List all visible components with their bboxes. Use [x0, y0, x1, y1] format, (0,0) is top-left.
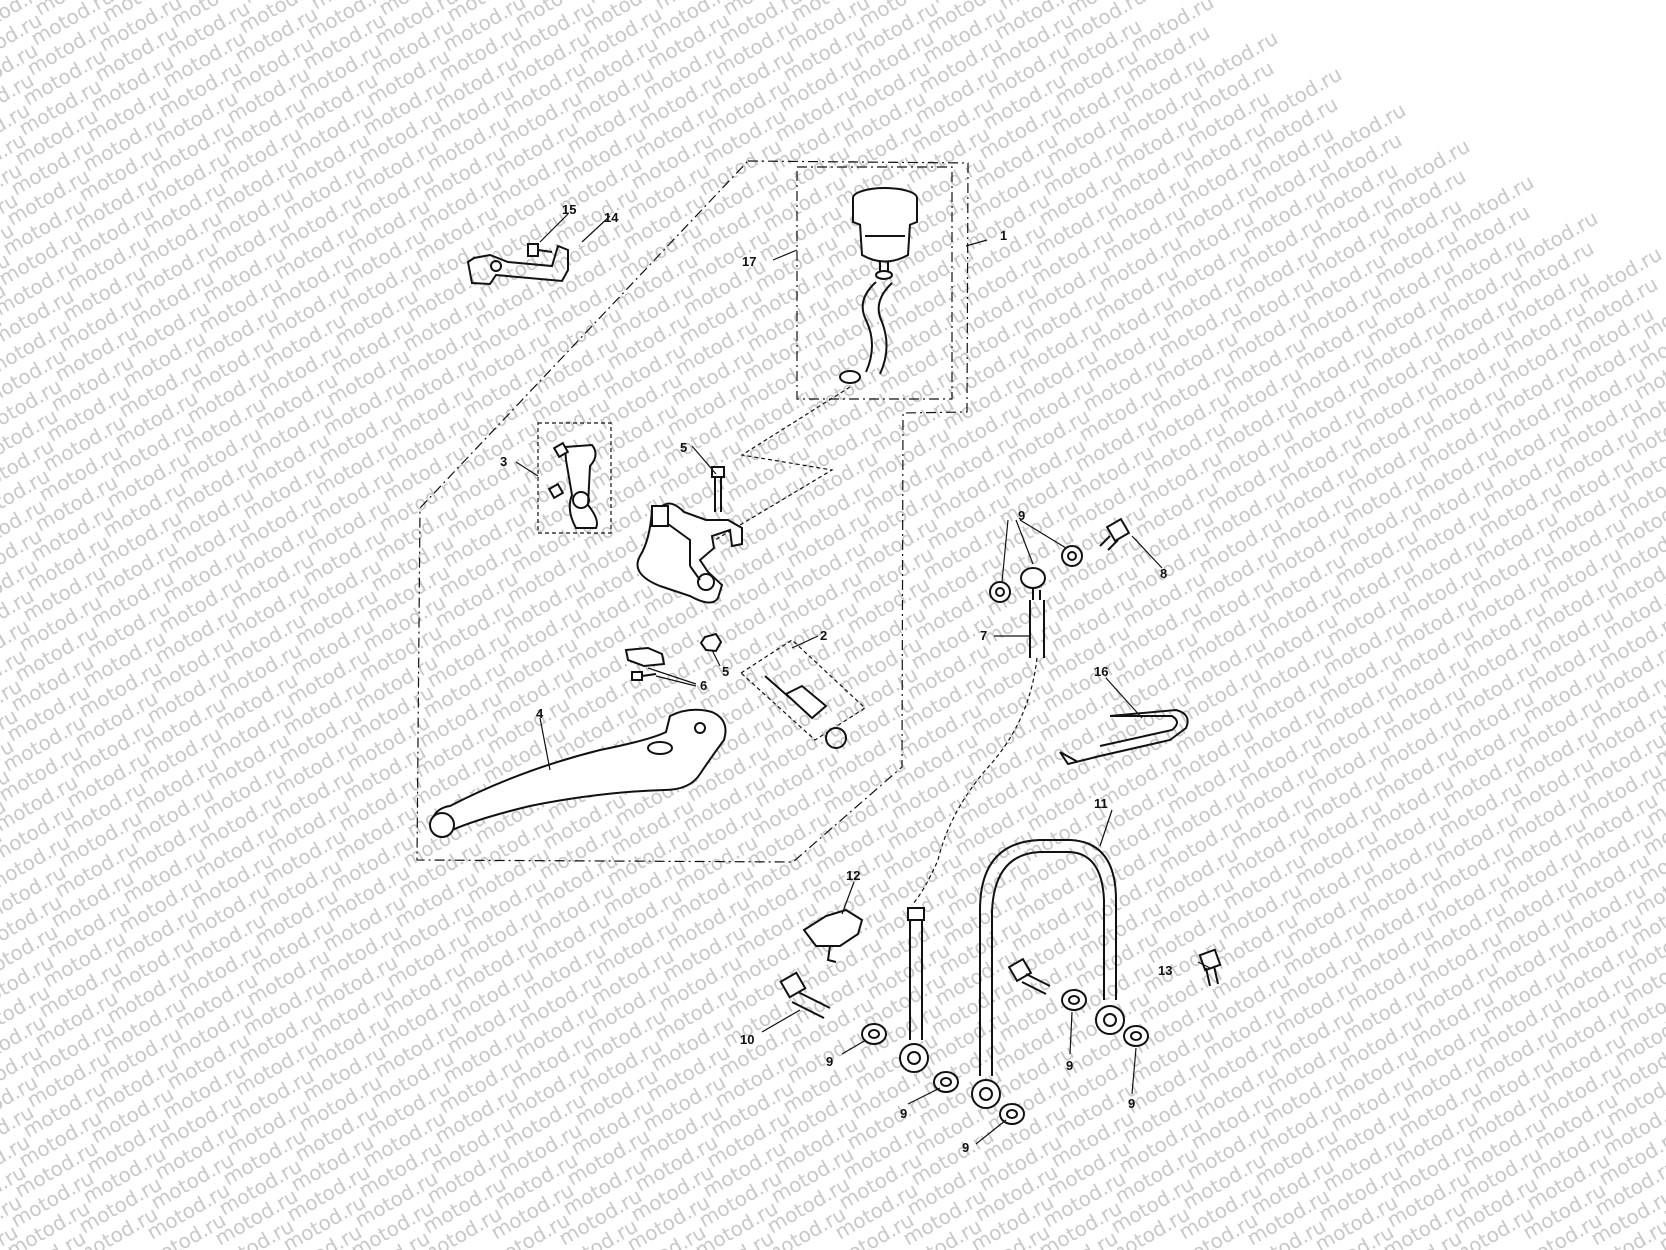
callout-15: 15: [562, 202, 576, 217]
callout-10: 10: [740, 1032, 754, 1047]
callout-9c: 9: [900, 1106, 907, 1121]
callout-1: 1: [1000, 228, 1007, 243]
callout-9b: 9: [826, 1054, 833, 1069]
washer-lower-a: [861, 1023, 887, 1045]
callout-16: 16: [1094, 664, 1108, 679]
callout-13: 13: [1158, 963, 1172, 978]
callout-8: 8: [1160, 566, 1167, 581]
washer-lower-e: [1123, 1025, 1149, 1047]
washer-upper-right: [1061, 545, 1083, 567]
washer-upper-left: [989, 581, 1011, 603]
washer-lower-c: [999, 1103, 1025, 1125]
callout-5b: 5: [722, 664, 729, 679]
banjo-fitting-loop-left: [971, 1079, 1001, 1109]
banjo-fitting-lower: [899, 1043, 929, 1073]
callout-2: 2: [820, 628, 827, 643]
callout-12: 12: [846, 868, 860, 883]
callout-14: 14: [604, 210, 619, 225]
hose-clip-lower: [839, 370, 861, 384]
callout-7: 7: [980, 628, 987, 643]
banjo-fitting-loop-right: [1095, 1005, 1125, 1035]
callout-17: 17: [742, 254, 756, 269]
callout-5a: 5: [680, 440, 687, 455]
callout-9f: 9: [1128, 1096, 1135, 1111]
callout-9d: 9: [962, 1140, 969, 1155]
callout-9e: 9: [1066, 1058, 1073, 1073]
callout-3: 3: [500, 454, 507, 469]
callout-11: 11: [1094, 796, 1108, 811]
callout-6: 6: [700, 678, 707, 693]
callout-4: 4: [536, 706, 544, 721]
washer-lower-d: [1061, 989, 1087, 1011]
callout-9a: 9: [1018, 508, 1025, 523]
